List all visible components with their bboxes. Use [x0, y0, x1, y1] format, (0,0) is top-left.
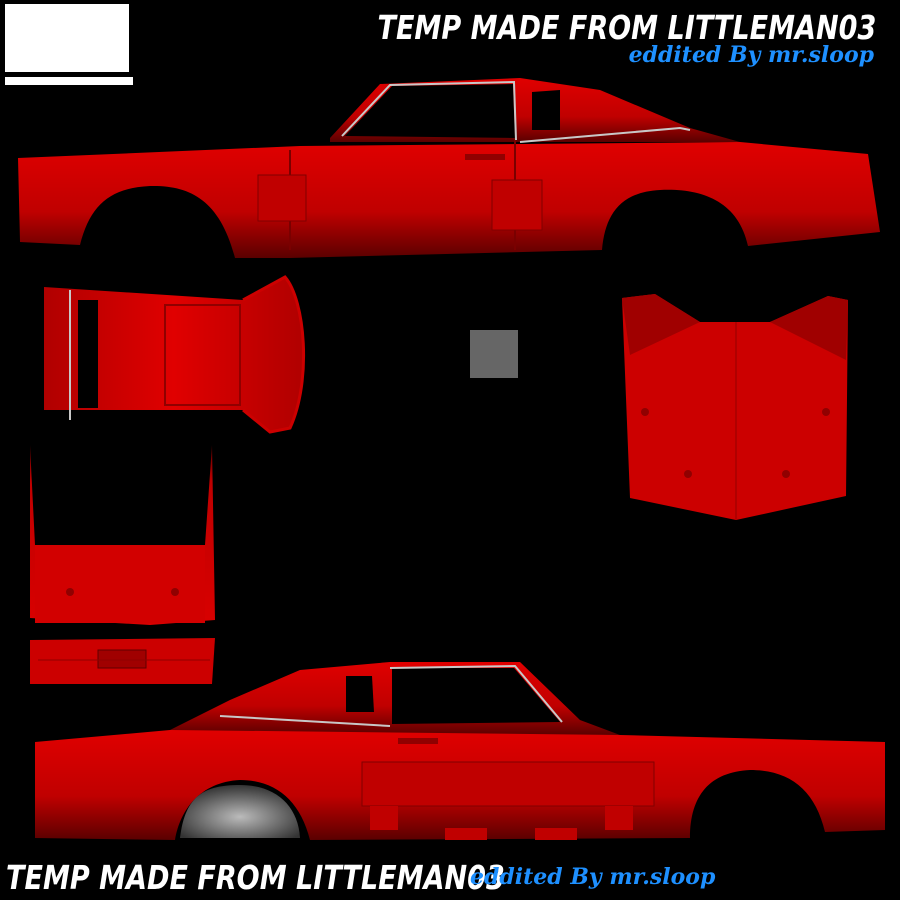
- credit-subtitle-top: eddited By mr.sloop: [628, 42, 874, 68]
- hood-panel: [622, 294, 848, 520]
- trunk-panel: [30, 445, 215, 625]
- rear-bumper: [30, 638, 215, 684]
- credit-title-bottom: TEMP MADE FROM LITTLEMAN03: [6, 858, 505, 897]
- white-strip: [5, 77, 133, 85]
- left-side-panel: [18, 78, 880, 258]
- roof-panel: [44, 275, 306, 434]
- right-side-panel: [35, 662, 885, 840]
- white-swatch: [5, 4, 129, 72]
- credit-title-top: TEMP MADE FROM LITTLEMAN03: [377, 8, 876, 47]
- gray-swatch: [470, 330, 518, 378]
- credit-subtitle-bottom: eddited By mr.sloop: [470, 864, 716, 890]
